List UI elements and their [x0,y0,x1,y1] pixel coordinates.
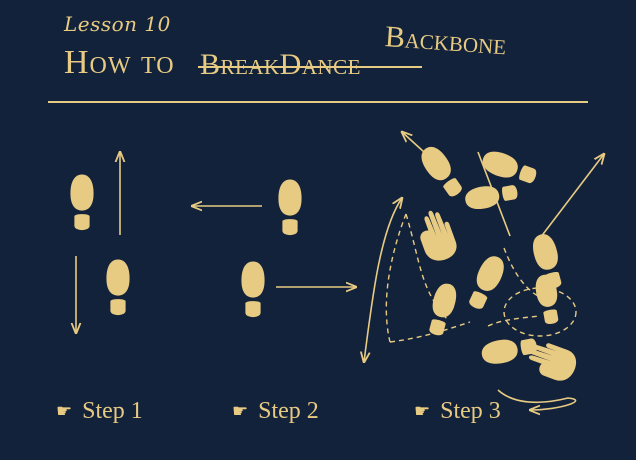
step1-right-shoe-icon [106,259,130,316]
lesson-number: Lesson 10 [64,12,171,36]
step3-shoe-icon [479,147,540,189]
step1-left-shoe-icon [70,174,94,231]
pointing-hand-icon: ☛ [414,401,431,422]
step-2-text: Step 2 [258,398,319,424]
step2-lower-shoe-icon [241,261,265,318]
step-1-text: Step 1 [82,398,143,424]
step2-upper-shoe-icon [278,179,302,236]
step3-dashed-path [487,315,541,327]
step-2-label: ☛ Step 2 [232,398,319,425]
step3-dashed-path [405,213,449,321]
step3-left-hand-icon [412,206,461,266]
step3-dashed-path [389,321,471,343]
step3-dashed-loop [503,287,577,337]
step3-arrow [402,132,425,153]
step3-curve-arrow [364,198,402,362]
pointing-hand-icon: ☛ [232,401,249,422]
step3-arrow [533,154,604,247]
header-divider [48,101,588,103]
step3-tail-arrow [497,389,577,410]
step-1-label: ☛ Step 1 [56,398,143,425]
strike-through-line [198,66,422,68]
title-how-to: How to [64,44,175,81]
step3-shoe-icon [424,281,460,338]
struck-title: BreakDance [200,48,362,81]
step3-line [477,151,511,237]
step-3-label: ☛ Step 3 [414,398,501,425]
step3-shoe-icon [464,252,509,313]
step3-dashed-path [503,247,553,301]
pointing-hand-icon: ☛ [56,401,73,422]
step3-dashed-path [385,213,407,343]
step-3-text: Step 3 [440,398,501,424]
